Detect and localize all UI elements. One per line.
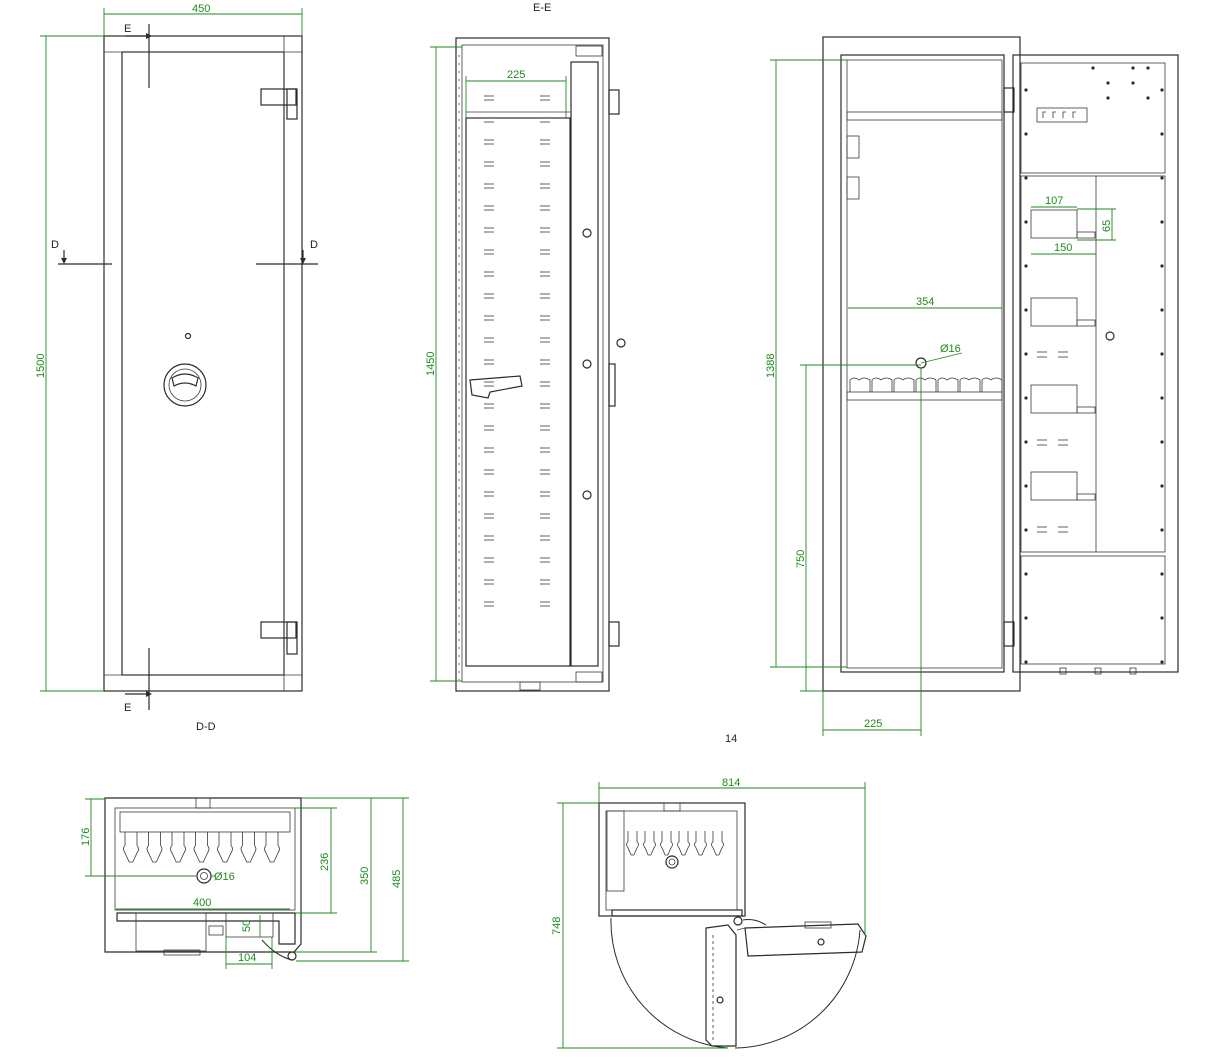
dim-ee-inner-width: 225 (507, 69, 525, 81)
section-dd-label: D-D (196, 721, 216, 733)
keyhole-icon (184, 332, 192, 340)
dim-plan-236: 236 (319, 853, 331, 871)
dim-plan-350: 350 (359, 867, 371, 885)
dim-plan-hole-dia: Ø16 (214, 871, 235, 883)
dim-plan-400: 400 (193, 897, 211, 909)
handle-dial-outer (163, 363, 207, 407)
open-middle-shelf (846, 391, 1003, 401)
open-door-boxes (1030, 111, 1096, 533)
dim-open-height: 1388 (765, 354, 777, 378)
open-barrel-rest (849, 377, 1003, 392)
dim-open-shelf-width: 354 (916, 296, 934, 308)
cut-d-left-label: D (51, 239, 59, 251)
handle-grip (171, 373, 199, 387)
top-hinge (260, 88, 297, 106)
figure-number: 14 (725, 733, 737, 745)
open-top-shelf (846, 111, 1003, 121)
top-hinge-pin (286, 88, 298, 120)
ee-outer-frame (455, 37, 610, 692)
dim-open-hole-height: 750 (795, 550, 807, 568)
ee-handle (469, 375, 523, 399)
ee-door-edge (570, 61, 599, 667)
open-door (1012, 54, 1179, 673)
open-body-frame (822, 36, 1021, 692)
dim-front-height: 1500 (35, 354, 47, 378)
cut-d-right-label: D (310, 239, 318, 251)
plan-hole-icon (196, 868, 212, 884)
ee-bolt-icon (582, 490, 592, 500)
dim-front-width: 450 (192, 3, 210, 15)
ee-key-icon (616, 338, 626, 348)
open-door-rack-panel (1020, 175, 1166, 553)
swing-arc-left (610, 917, 729, 1049)
open-interior (840, 54, 1005, 673)
dim-plan-485: 485 (391, 870, 403, 888)
dim-swing-width: 814 (722, 777, 740, 789)
plan-outer-outline (104, 797, 302, 953)
section-ee-label: E-E (533, 2, 551, 14)
front-view: E E D D D-D 450 1500 (35, 3, 318, 733)
dim-open-hole-dia: Ø16 (940, 343, 961, 355)
dim-box-width-1: 107 (1045, 195, 1063, 207)
dim-plan-50: 50 (241, 920, 253, 932)
front-door-panel (121, 51, 285, 676)
ee-slot-grid (484, 95, 550, 607)
swing-body-outline (598, 802, 746, 917)
swing-gun-slots (626, 831, 724, 856)
dim-box-width-2: 150 (1054, 242, 1072, 254)
ee-bolt-icon (582, 228, 592, 238)
dim-plan-104: 104 (238, 952, 256, 964)
open-door-bottom-panel (1020, 555, 1166, 665)
front-outer-frame (103, 35, 303, 692)
dim-plan-176: 176 (80, 828, 92, 846)
ee-rack-panel (465, 117, 571, 667)
open-door-top-panel (1020, 62, 1166, 174)
bottom-hinge (260, 621, 297, 639)
swing-arc-right (734, 929, 861, 1049)
ee-bolt-icon (582, 359, 592, 369)
plan-gun-slots (123, 832, 280, 863)
cut-e-top-label: E (124, 23, 131, 35)
dim-swing-depth: 748 (551, 917, 563, 935)
bottom-hinge-pin (286, 621, 298, 655)
open-view: 354 Ø16 1388 750 225 107 65 150 14 (725, 36, 1179, 745)
swing-plan-view: 814 748 (551, 777, 867, 1049)
open-door-rivets (1024, 66, 1164, 675)
cut-e-bottom-label: E (124, 702, 131, 714)
handle-dial-inner (168, 368, 202, 402)
swing-hole-icon (665, 855, 679, 869)
swing-door-profile (705, 924, 737, 1047)
door-lock-icon (1105, 331, 1115, 341)
key-hooks (1036, 107, 1088, 123)
dim-open-hole-offset: 225 (864, 718, 882, 730)
plan-view: 176 Ø16 400 236 350 485 50 104 (80, 797, 409, 969)
section-ee-view: E-E 225 1450 (425, 2, 626, 692)
swing-open-door (744, 923, 867, 957)
dim-ee-height: 1450 (425, 352, 437, 376)
dim-box-height: 65 (1101, 220, 1113, 232)
